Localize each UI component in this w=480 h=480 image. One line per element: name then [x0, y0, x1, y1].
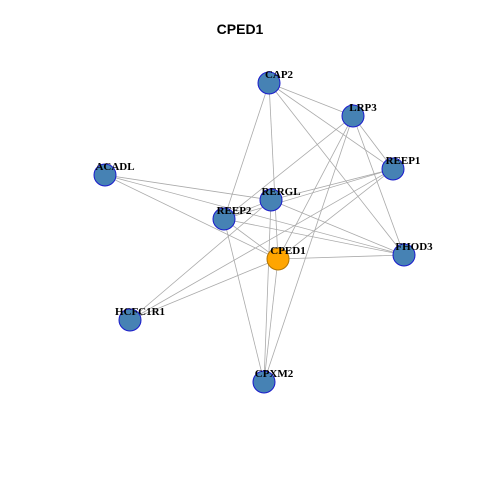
node-label-fhod3: FHOD3: [395, 241, 433, 253]
node-label-cap2: CAP2: [265, 69, 294, 81]
edge-cap2-reep2: [223, 82, 270, 220]
node-label-reep1: REEP1: [386, 155, 421, 167]
edge-acadl-rergl: [104, 174, 272, 201]
edge-cap2-reep1: [268, 82, 394, 170]
node-label-rergl: RERGL: [261, 186, 300, 198]
node-label-hcfc1r1: HCFC1R1: [115, 306, 165, 318]
node-lrp3[interactable]: [341, 104, 365, 128]
edge-cap2-fhod3: [268, 82, 405, 256]
node-label-reep2: REEP2: [217, 205, 252, 217]
node-reep1[interactable]: [381, 157, 405, 181]
edge-lrp3-cped1: [277, 115, 354, 260]
node-label-cpxm2: CPXM2: [255, 368, 294, 380]
edge-reep2-fhod3: [223, 218, 405, 256]
node-cped1[interactable]: [266, 247, 290, 271]
node-fhod3[interactable]: [392, 243, 416, 267]
edge-acadl-fhod3: [104, 174, 405, 256]
edge-reep2-cpxm2: [223, 218, 265, 383]
edge-reep1-reep2: [223, 168, 394, 220]
edge-lrp3-reep2: [223, 115, 354, 220]
edge-rergl-fhod3: [270, 199, 405, 256]
edge-cap2-cped1: [268, 82, 279, 260]
edge-reep1-hcfc1r1: [129, 168, 394, 321]
edges-layer: [104, 82, 405, 383]
edge-reep1-rergl: [270, 168, 394, 201]
node-acadl[interactable]: [93, 163, 117, 187]
node-hcfc1r1[interactable]: [118, 308, 142, 332]
node-cpxm2[interactable]: [252, 370, 276, 394]
node-label-cped1: CPED1: [270, 245, 305, 257]
edge-lrp3-fhod3: [352, 115, 405, 256]
node-cap2[interactable]: [257, 71, 281, 95]
edge-lrp3-cpxm2: [263, 115, 354, 383]
edge-rergl-cpxm2: [263, 199, 272, 383]
nodes-layer: [93, 71, 416, 394]
edge-reep1-cped1: [277, 168, 394, 260]
node-label-lrp3: LRP3: [349, 102, 377, 114]
edge-cped1-cpxm2: [263, 258, 279, 383]
edge-acadl-cped1: [104, 174, 279, 260]
node-rergl[interactable]: [259, 188, 283, 212]
edge-rergl-hcfc1r1: [129, 199, 272, 321]
graph-title: CPED1: [216, 21, 264, 37]
edge-cped1-fhod3: [277, 254, 405, 260]
edge-cped1-hcfc1r1: [129, 258, 279, 321]
node-reep2[interactable]: [212, 207, 236, 231]
node-label-acadl: ACADL: [95, 161, 134, 173]
edge-cap2-lrp3: [268, 82, 354, 117]
